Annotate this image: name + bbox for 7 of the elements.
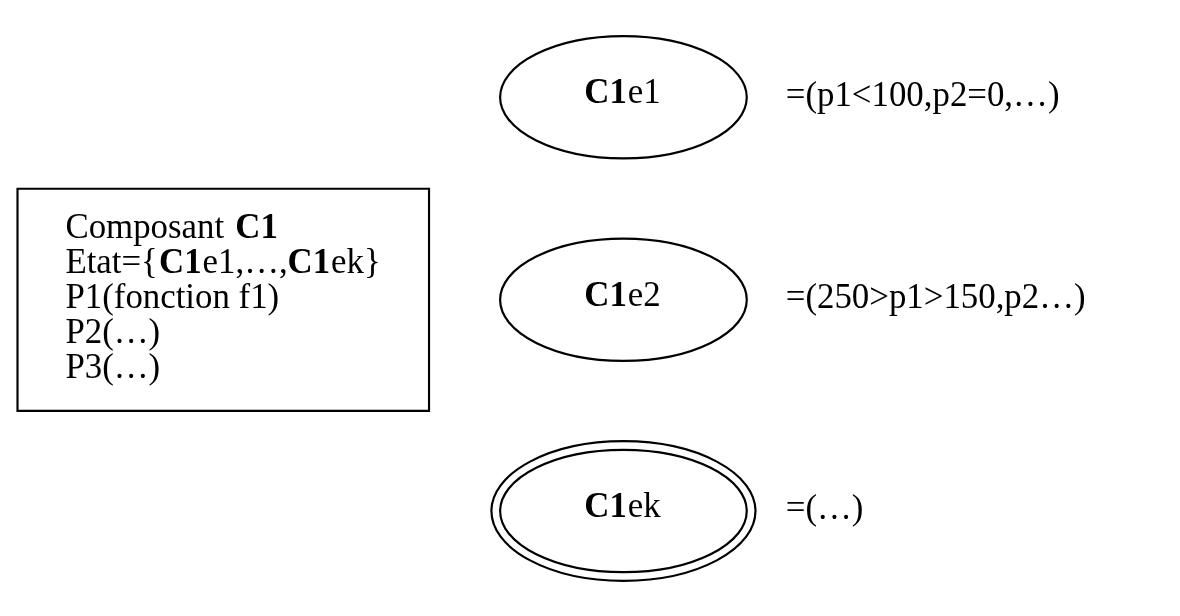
node-ellipse: C1ek <box>490 439 757 582</box>
node-ellipse: C1e2 <box>499 237 748 362</box>
node-label: =(250>p1>150,p2…) <box>785 276 1086 316</box>
node-label: =(p1<100,p2=0,…) <box>785 74 1060 114</box>
node-box: Composant C1 Etat={C1e1,…,C1ek} P1(fonction f1) P2(…) P3(…) <box>16 187 431 412</box>
node-ellipse: C1e1 <box>499 34 748 159</box>
node-label: =(…) <box>785 487 864 527</box>
